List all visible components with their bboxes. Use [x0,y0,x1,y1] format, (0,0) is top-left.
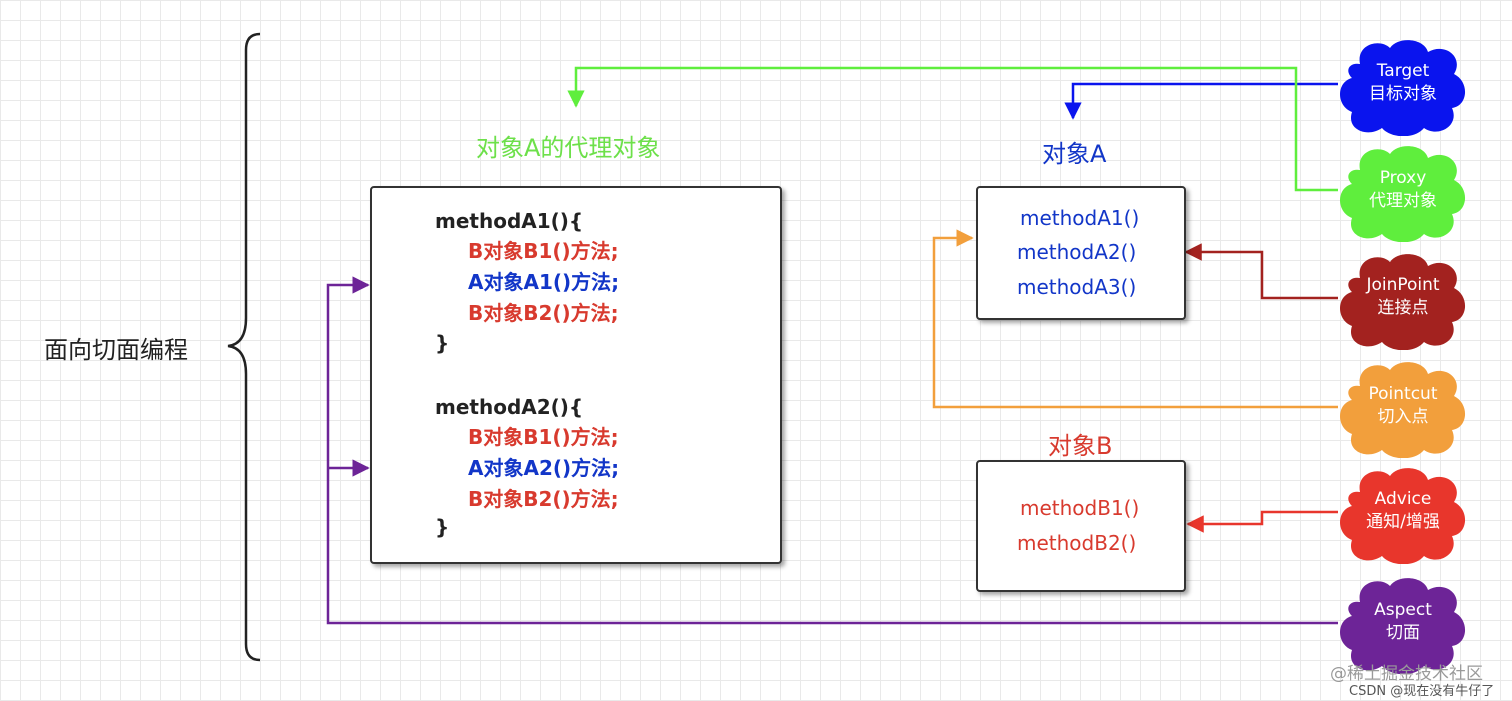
joinpoint-connector [1184,243,1338,300]
method-a2-line: A对象A2()方法; [468,456,620,480]
target-name: Target [1376,61,1430,81]
object-a-method: methodA3() [1017,275,1137,299]
pointcut-label: Pointcut 切入点 [1338,383,1468,429]
advice-name: Advice [1374,489,1432,509]
object-a-box [976,186,1186,320]
object-b-title: 对象B [1048,432,1113,460]
proxy-connector [567,66,1338,192]
advice-connector [1186,510,1338,533]
target-cn: 目标对象 [1369,84,1437,104]
method-a1-line: A对象A1()方法; [468,270,620,294]
aspect-cn: 切面 [1386,623,1420,643]
proxy-box [370,186,782,564]
method-a2-header: methodA2(){ [435,395,584,419]
method-a2-line: B对象B2()方法; [468,487,619,511]
target-label: Target 目标对象 [1338,60,1468,106]
method-a1-close: } [435,331,450,355]
advice-label: Advice 通知/增强 [1338,488,1468,534]
pointcut-connector [932,229,1338,409]
proxy-name: Proxy [1379,168,1427,188]
main-label: 面向切面编程 [44,336,188,364]
aspect-connector [326,276,1338,625]
method-a1-line: B对象B1()方法; [468,239,619,263]
object-b-method: methodB2() [1017,531,1137,555]
pointcut-name: Pointcut [1368,384,1438,404]
method-a2-close: } [435,515,450,539]
joinpoint-cn: 连接点 [1377,298,1429,318]
pointcut-cn: 切入点 [1377,407,1429,427]
proxy-title: 对象A的代理对象 [476,134,661,162]
joinpoint-name: JoinPoint [1366,275,1440,295]
object-a-title: 对象A [1042,140,1107,168]
watermark-csdn: CSDN @现在没有牛仔了 [1349,684,1495,699]
main-brace [227,32,261,662]
proxy-label: Proxy 代理对象 [1338,167,1468,213]
proxy-cn: 代理对象 [1369,191,1437,211]
object-b-box [976,460,1186,592]
watermark-juejin: @稀土掘金技术社区 [1330,664,1483,684]
joinpoint-label: JoinPoint 连接点 [1338,274,1468,320]
advice-cn: 通知/增强 [1366,512,1440,532]
method-a2-line: B对象B1()方法; [468,425,619,449]
object-a-method: methodA2() [1017,240,1137,264]
method-a1-header: methodA1(){ [435,209,584,233]
aspect-name: Aspect [1374,600,1432,620]
aspect-label: Aspect 切面 [1338,599,1468,645]
target-connector [1064,82,1338,120]
method-a1-line: B对象B2()方法; [468,301,619,325]
object-b-method: methodB1() [1020,496,1140,520]
object-a-method: methodA1() [1020,206,1140,230]
